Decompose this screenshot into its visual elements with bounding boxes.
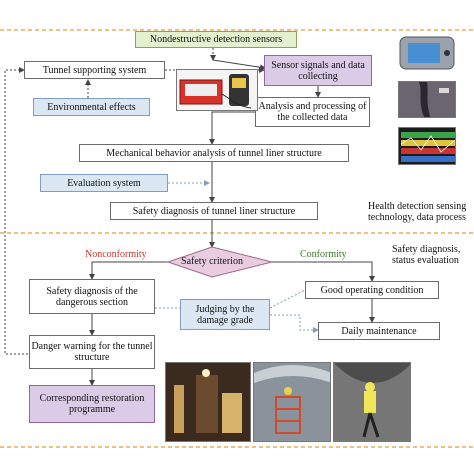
arrow-criterion-conformity bbox=[272, 261, 375, 282]
mechanical-behavior-box: Mechanical behavior analysis of tunnel l… bbox=[79, 144, 349, 162]
detector-device-photo bbox=[176, 69, 258, 111]
tunnel-supporting-system-box: Tunnel supporting system bbox=[24, 61, 165, 79]
arrow-judging-good bbox=[269, 289, 306, 309]
safety-criterion-label: Safety criterion bbox=[181, 256, 243, 267]
safety-criterion-diamond bbox=[166, 246, 273, 278]
conformity-label: Conformity bbox=[300, 249, 347, 260]
analysis-processing-box: Analysis and processing of the collected… bbox=[255, 97, 370, 127]
health-detection-label: Health detection sensing technology, dat… bbox=[368, 201, 467, 223]
nonconformity-label: Nonconformity bbox=[85, 249, 147, 260]
tunnel-inspection-photo-3 bbox=[333, 362, 411, 442]
tunnel-inspection-photo-2 bbox=[253, 362, 331, 442]
feedback-loop bbox=[4, 67, 28, 355]
restoration-programme-box: Corresponding restoration programme bbox=[29, 385, 155, 423]
radar-scan-photo bbox=[398, 81, 456, 118]
status-evaluation-label: Safety diagnosis, status evaluation bbox=[392, 244, 461, 266]
tablet-device-photo bbox=[398, 31, 456, 73]
tunnel-inspection-photo-1 bbox=[165, 362, 251, 442]
daily-maintenance-box: Daily maintenance bbox=[318, 322, 440, 340]
arrow-criterion-nonconformity bbox=[89, 261, 168, 280]
judging-damage-grade-box: Judging by the damage grade bbox=[180, 299, 270, 330]
sensor-signals-box: Sensor signals and data collecting bbox=[264, 55, 372, 86]
data-chart-photo bbox=[398, 127, 456, 165]
arrow-analysis-mechanical bbox=[209, 111, 255, 145]
dangerous-section-box: Safety diagnosis of the dangerous sectio… bbox=[29, 279, 155, 314]
arrow-sensors-right bbox=[212, 59, 266, 71]
nondestructive-sensors-box: Nondestructive detection sensors bbox=[135, 31, 297, 48]
safety-diagnosis-box: Safety diagnosis of tunnel liner structu… bbox=[110, 202, 318, 220]
evaluation-system-box: Evaluation system bbox=[40, 174, 168, 192]
arrow-judging-daily bbox=[270, 314, 319, 333]
good-condition-box: Good operating condition bbox=[305, 281, 439, 299]
environmental-effects-box: Environmental effects bbox=[33, 98, 150, 116]
danger-warning-box: Danger warning for the tunnel structure bbox=[29, 335, 155, 369]
